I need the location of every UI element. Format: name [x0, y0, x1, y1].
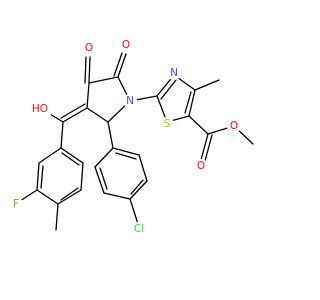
atom-label-o: O: [85, 42, 93, 54]
bond: [36, 162, 40, 191]
bond: [160, 79, 177, 100]
atom-label-o: O: [230, 120, 238, 132]
bond: [55, 203, 59, 231]
atom-o-ester-double: O: [194, 159, 208, 173]
atom-label-n: N: [170, 67, 178, 79]
atom-o-top-2: O: [119, 38, 133, 52]
bond: [204, 134, 213, 162]
atom-s-thiazole: S: [160, 117, 174, 131]
bond: [113, 52, 123, 77]
bond: [86, 82, 90, 109]
atom-o-top-1: O: [82, 41, 96, 55]
bond: [36, 189, 59, 205]
bond: [57, 189, 82, 205]
bond: [107, 121, 114, 149]
atom-n-thiazole: N: [167, 66, 181, 80]
bond: [88, 56, 91, 84]
bond: [86, 107, 109, 123]
bond: [84, 56, 87, 84]
atom-label-o: O: [122, 39, 130, 51]
bond: [38, 147, 62, 164]
atom-o-ester: O: [227, 119, 241, 133]
bond: [62, 107, 88, 123]
bond: [94, 166, 105, 194]
bond: [115, 152, 137, 160]
atom-chlorine: Cl: [130, 222, 148, 236]
bond: [88, 76, 119, 84]
bond: [129, 198, 139, 225]
bond: [60, 187, 79, 201]
bond: [138, 154, 148, 182]
bond: [194, 79, 220, 91]
atom-labels: O O N N S HO F Cl: [9, 38, 241, 236]
atom-hydroxyl: HO: [29, 102, 51, 116]
atom-label-n: N: [126, 95, 134, 107]
bond: [200, 133, 209, 161]
molecule-diagram: O O N N S HO F Cl: [9, 38, 254, 236]
bond: [103, 192, 131, 200]
molecule-structure: O O N N S HO F Cl: [9, 38, 254, 236]
bond: [80, 162, 84, 191]
bond: [188, 115, 209, 135]
atom-label-s: S: [164, 118, 171, 130]
atom-label-f: F: [13, 198, 19, 210]
bond: [61, 152, 80, 166]
atom-label-o: O: [197, 160, 205, 172]
bond: [40, 165, 44, 189]
bond: [130, 179, 144, 195]
bond: [188, 89, 196, 117]
bond: [60, 147, 84, 164]
bond: [117, 53, 127, 78]
atom-label-ho: HO: [32, 103, 48, 115]
atom-fluorine: F: [9, 197, 23, 211]
bond: [60, 121, 64, 149]
atom-n-ring: N: [123, 94, 137, 108]
bonds: [19, 52, 254, 231]
bond: [94, 147, 114, 168]
bond: [112, 147, 140, 156]
bond: [184, 91, 192, 114]
bond: [129, 180, 148, 200]
bond: [19, 189, 38, 202]
bond: [99, 167, 108, 190]
bond: [60, 103, 86, 119]
atom-label-cl: Cl: [134, 223, 144, 235]
